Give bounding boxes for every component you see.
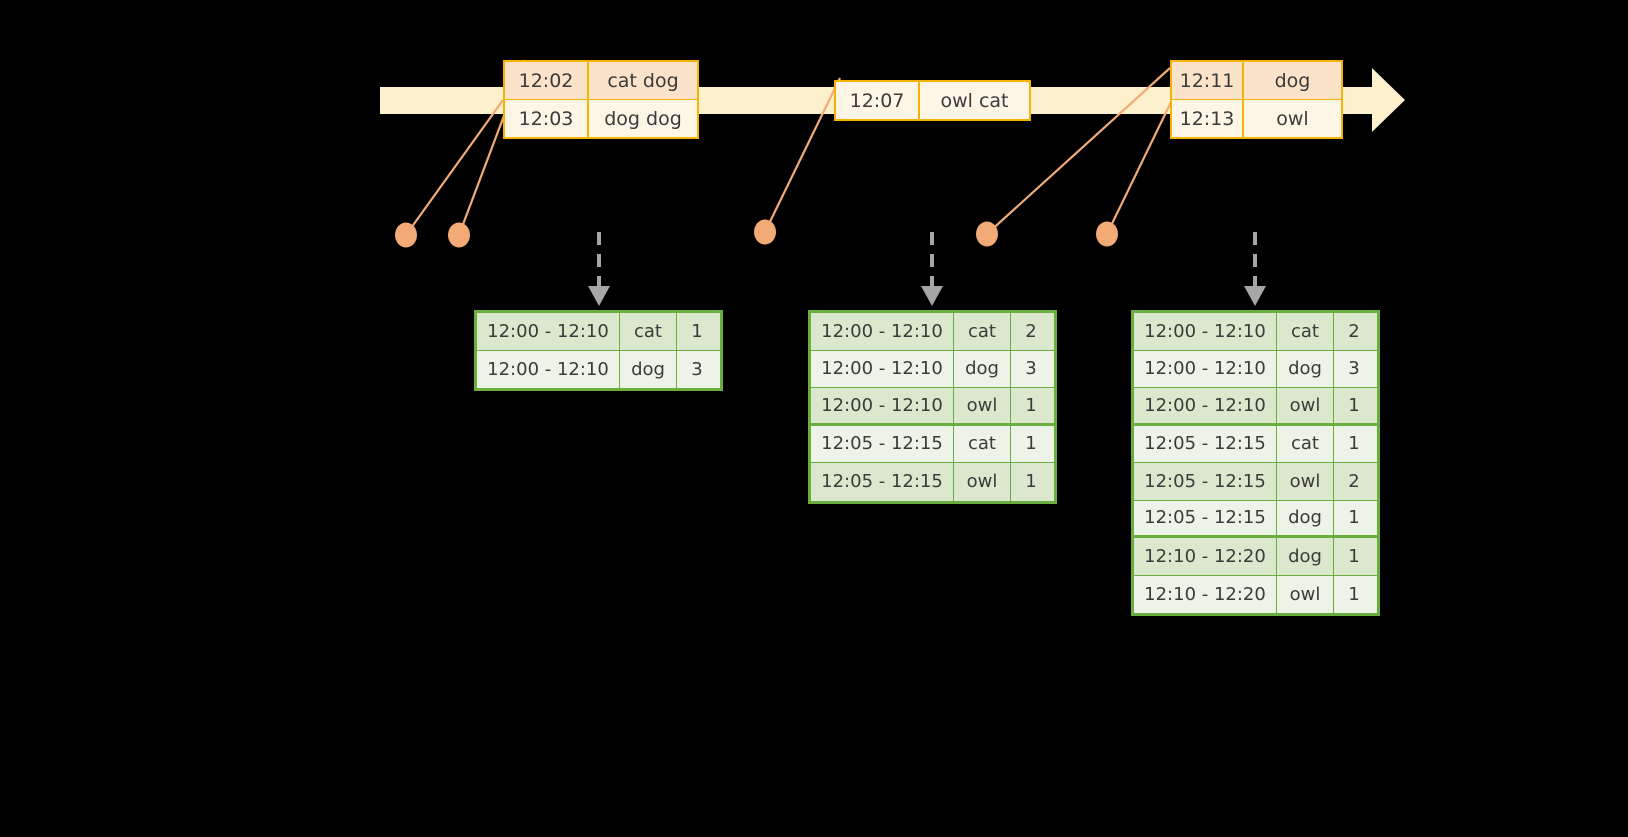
emit-arrows-group [588,232,1266,306]
cell-key: dog [954,350,1011,387]
emit-arrow-head-icon [588,286,610,306]
cell-key: cat [620,313,677,350]
cell-count: 3 [1025,358,1037,380]
event-time: 12:03 [505,100,589,137]
event-row: 12:02 cat dog [505,62,697,100]
cell-count: 1 [1348,507,1360,529]
cell-count: 1 [691,320,703,342]
cell-window: 12:05 - 12:15 [1134,500,1277,535]
cell-window: 12:00 - 12:10 [1134,313,1277,350]
cell-key: cat [954,313,1011,350]
cell-key: cat [954,425,1011,462]
cell-window: 12:00 - 12:10 [477,313,620,350]
connector-line [1106,99,1173,235]
cell-window: 12:05 - 12:15 [1134,463,1277,500]
marker-dot-icon [1096,221,1118,247]
marker-dots [395,219,1118,248]
connector-line [405,99,504,236]
cell-key: owl [1277,575,1334,613]
cell-key: dog [1277,500,1334,535]
cell-count: 3 [1348,358,1360,380]
marker-dot-icon [754,219,776,245]
emit-arrow-head-icon [1244,286,1266,306]
cell-count: 1 [1348,433,1360,455]
timeline-arrowhead-icon [1372,68,1405,132]
cell-window: 12:05 - 12:15 [1134,425,1277,462]
cell-window: 12:00 - 12:10 [1134,388,1277,423]
cell-count: 1 [1025,433,1037,455]
event-time: 12:07 [836,82,920,119]
cell-count: 1 [1025,394,1037,416]
cell-window: 12:10 - 12:20 [1134,575,1277,613]
cell-count: 2 [1348,320,1360,342]
cell-key: dog [1277,538,1334,575]
cell-window: 12:00 - 12:10 [811,313,954,350]
event-row: 12:13 owl [1172,100,1341,137]
event-box-1: 12:02 cat dog 12:03 dog dog [503,60,699,139]
cell-key: cat [1277,313,1334,350]
cell-count: 1 [1348,583,1360,605]
cell-window: 12:10 - 12:20 [1134,538,1277,575]
event-box-3: 12:11 dog 12:13 owl [1170,60,1343,139]
marker-dot-icon [976,221,998,247]
cell-key: cat [1277,425,1334,462]
event-payload: cat dog [607,69,679,92]
event-box-2: 12:07 owl cat [834,80,1031,121]
event-row: 12:07 owl cat [836,82,1029,119]
event-time: 12:11 [1172,62,1244,99]
event-row: 12:03 dog dog [505,100,697,137]
marker-dot-icon [448,222,470,248]
cell-window: 12:05 - 12:15 [811,425,954,462]
event-row: 12:11 dog [1172,62,1341,100]
event-payload: dog [1274,69,1311,92]
cell-window: 12:00 - 12:10 [811,388,954,423]
cell-window: 12:00 - 12:10 [1134,350,1277,387]
event-time: 12:13 [1172,100,1244,137]
cell-window: 12:00 - 12:10 [477,350,620,388]
cell-window: 12:00 - 12:10 [811,350,954,387]
cell-key: owl [954,388,1011,423]
event-payload: dog dog [604,107,682,130]
emit-arrow-head-icon [921,286,943,306]
cell-count: 2 [1025,320,1037,342]
event-time: 12:02 [505,62,589,99]
cell-key: owl [1277,463,1334,500]
marker-dot-icon [395,222,417,248]
cell-key: owl [1277,388,1334,423]
cell-count: 1 [1348,394,1360,416]
cell-key: dog [1277,350,1334,387]
cell-window: 12:05 - 12:15 [811,463,954,501]
cell-count: 1 [1348,545,1360,567]
event-payload: owl cat [940,89,1009,112]
cell-count: 1 [1025,471,1037,493]
cell-count: 3 [691,358,703,380]
cell-count: 2 [1348,470,1360,492]
cell-key: dog [620,350,677,388]
cell-key: owl [954,463,1011,501]
event-payload: owl [1276,107,1309,130]
